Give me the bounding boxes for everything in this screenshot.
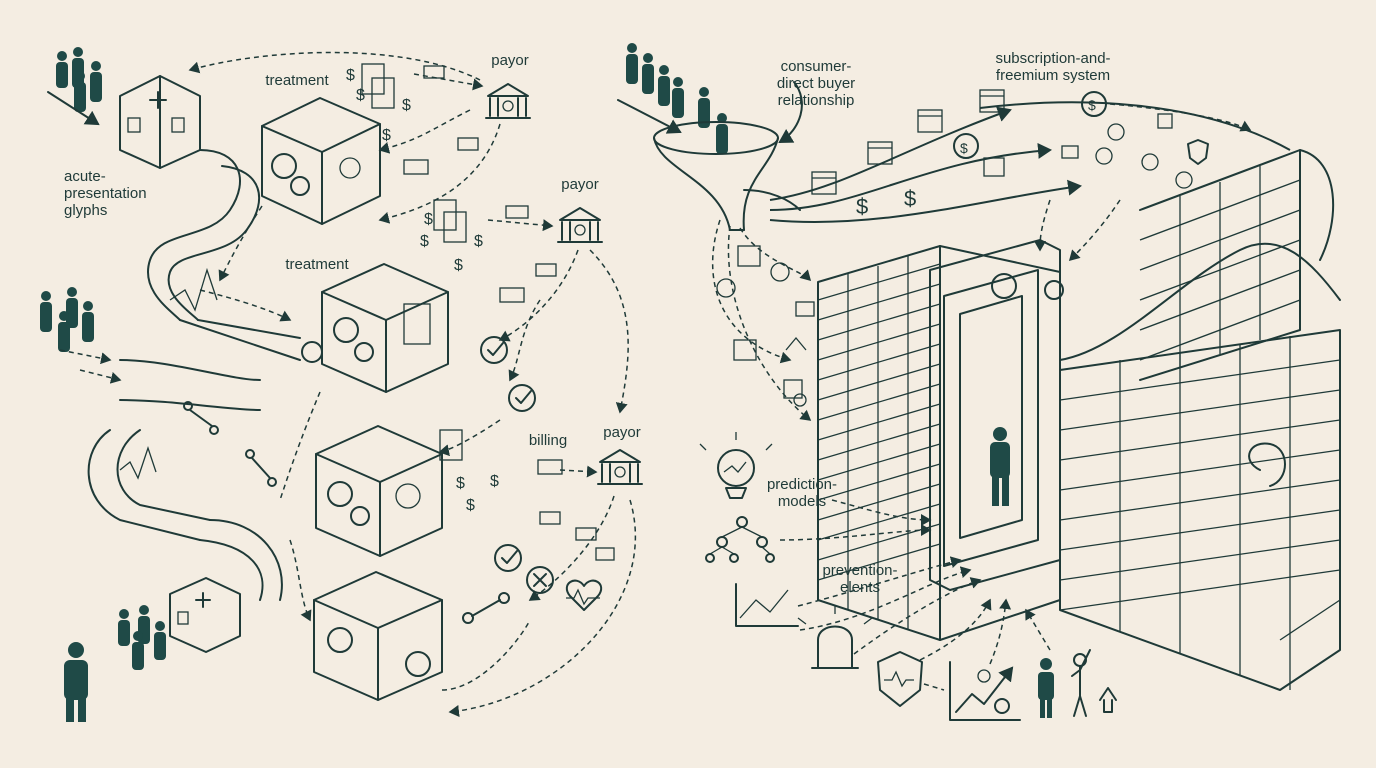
person-icon-portal (990, 427, 1010, 506)
calendar-icon (733, 89, 1005, 361)
gear-icon-portal (991, 273, 1017, 299)
hospital-icon (119, 75, 201, 169)
payor-label-1: payor (491, 52, 529, 69)
person-group-icon (56, 47, 102, 112)
dollar-sign-flow: $ $ $ $ (856, 97, 1096, 219)
acute-presentation-label: acute- presentation glyphs (64, 168, 147, 219)
treatment-box-2 (321, 263, 449, 393)
person-group-icon-4 (626, 43, 728, 154)
dollar-icon-cluster: $$$$ $$$$ $$$ (346, 67, 499, 514)
svg-text:$: $ (456, 475, 465, 492)
spreadsheet-icon (817, 149, 1341, 691)
dollar-icon-flow (953, 91, 1107, 159)
bone-icon (183, 401, 510, 624)
lightbulb-icon (699, 432, 773, 499)
treatment-box-3 (315, 425, 443, 557)
person-group-icon-2 (40, 287, 94, 352)
svg-text:$: $ (466, 497, 475, 514)
prevention-label: prevention- elents (822, 562, 898, 596)
growth-chart-icon (949, 661, 1021, 721)
bank-icon-3 (597, 449, 643, 485)
subscription-label: subscription-and- freemium system (995, 50, 1111, 84)
gear-icon-2 (333, 317, 359, 343)
payor-label-3: payor (603, 424, 641, 441)
svg-text:$: $ (402, 97, 411, 114)
check-icon (480, 336, 554, 594)
bank-icon-2 (557, 207, 603, 243)
person-icon (64, 642, 88, 722)
prediction-models-label: prediction- models (766, 476, 838, 510)
treatment-label-1: treatment (265, 72, 329, 89)
flow-arrows-top (711, 101, 1291, 421)
misc-small-icons (716, 113, 1209, 407)
gear-icon (271, 153, 297, 179)
svg-text:$: $ (454, 257, 463, 274)
treatment-box-1 (261, 97, 381, 225)
tree-diagram-icon (705, 516, 775, 563)
svg-text:$: $ (382, 127, 391, 144)
svg-text:$: $ (424, 211, 433, 228)
shield-icon-small (1187, 139, 1209, 165)
alarm-icon (797, 606, 873, 669)
gear-icon-4 (327, 627, 353, 653)
person-icon-growth (1038, 649, 1117, 718)
svg-text:$: $ (474, 233, 483, 250)
document-icon-cluster (361, 63, 615, 561)
flow-arrows-left (188, 51, 637, 717)
svg-text:$: $ (420, 233, 429, 250)
pipe-icon (87, 149, 301, 601)
svg-text:$: $ (960, 140, 968, 156)
hospital-icon-2 (169, 577, 241, 653)
gear-icon-3 (327, 481, 353, 507)
svg-text:$: $ (490, 473, 499, 490)
flow-arrows-bottom (779, 499, 1051, 691)
treatment-label-2: treatment (285, 256, 349, 273)
billing-label: billing (528, 432, 568, 449)
payor-label-2: payor (561, 176, 599, 193)
svg-text:$: $ (904, 186, 916, 211)
svg-text:$: $ (346, 67, 355, 84)
trend-chart-icon (735, 583, 799, 627)
svg-text:$: $ (856, 194, 868, 219)
valve-icon (301, 341, 323, 363)
person-group-icon-3 (118, 605, 166, 670)
bank-icon (485, 83, 531, 119)
svg-text:$: $ (356, 87, 365, 104)
treatment-box-4 (313, 571, 443, 701)
svg-text:$: $ (1088, 97, 1096, 113)
consumer-direct-label: consumer- direct buyer relationship (776, 58, 856, 109)
heartbeat-icon (565, 579, 603, 611)
shield-icon (877, 651, 923, 707)
